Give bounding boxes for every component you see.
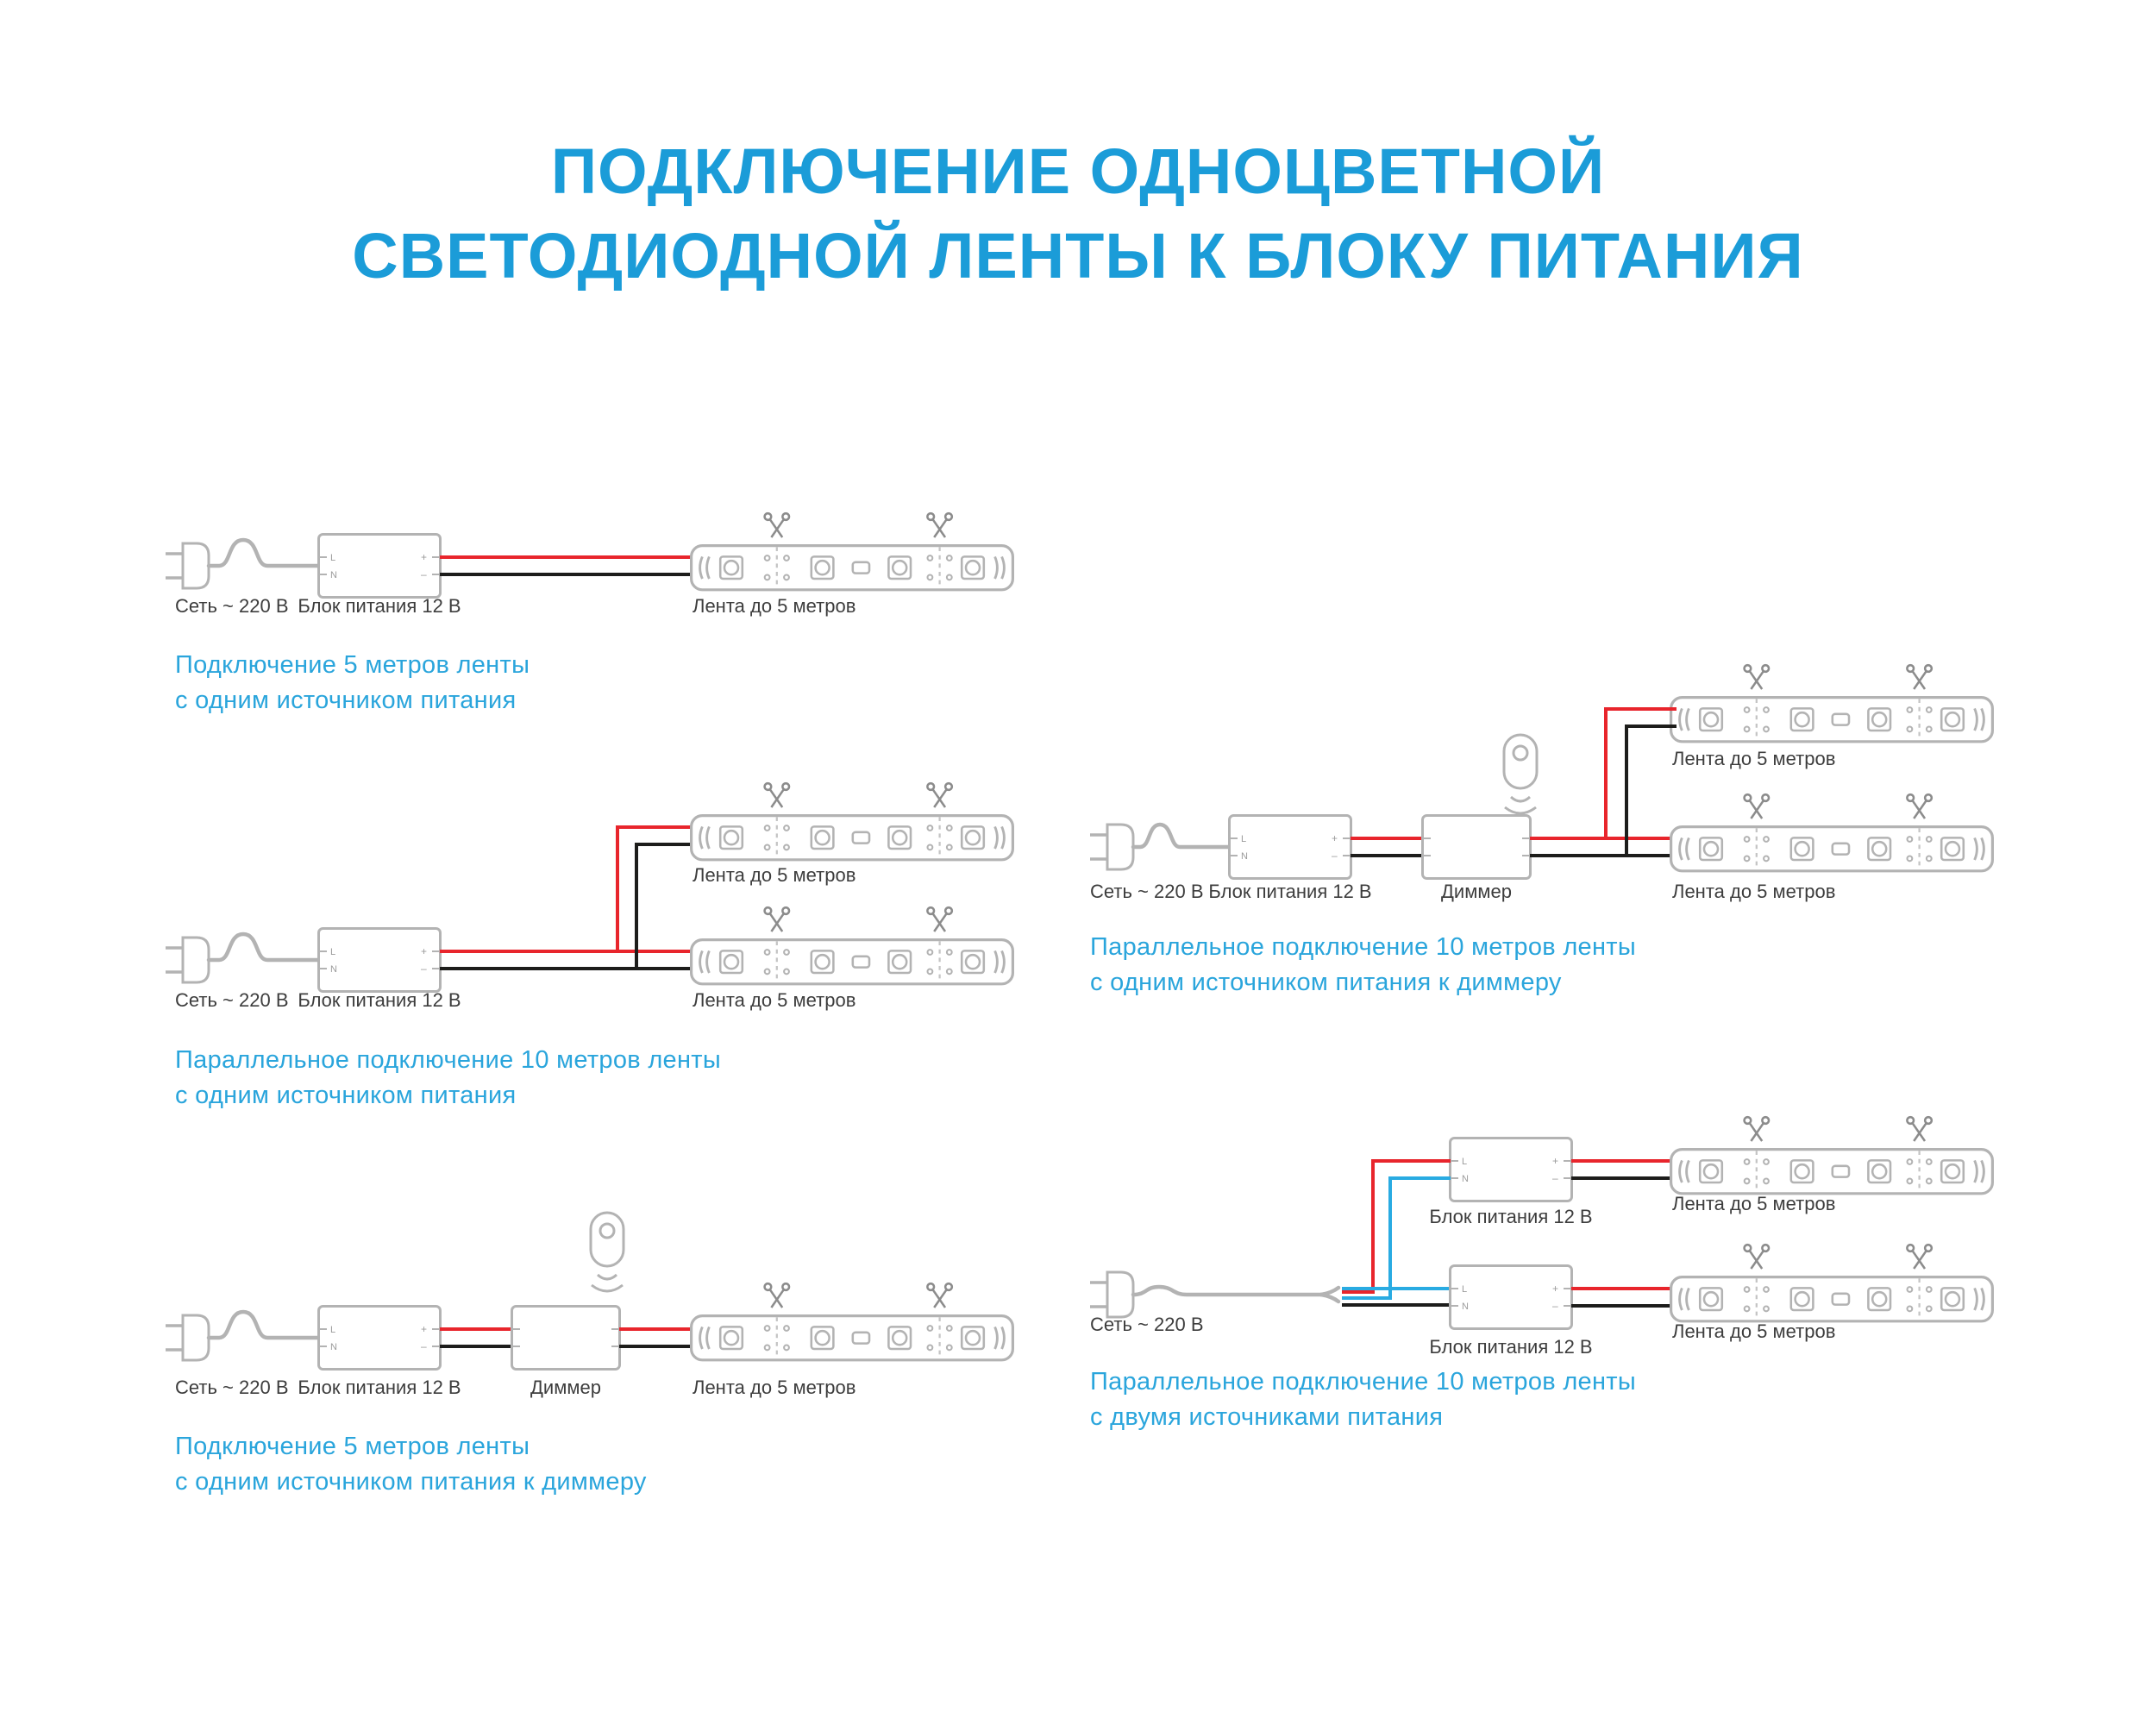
caption-line: с одним источником питания к диммеру: [1090, 969, 1562, 996]
wire-black-branch: [635, 843, 697, 969]
psu-box: [317, 927, 442, 993]
led-strip-bottom: [1671, 794, 1993, 871]
mains-label: Сеть ~ 220 В: [175, 989, 289, 1011]
plug-icon: [1088, 1270, 1135, 1319]
plug-icon: [164, 1314, 210, 1362]
caption-line: Подключение 5 метров ленты: [175, 651, 530, 679]
caption-diagram-1: Подключение 5 метров ленты с одним источ…: [175, 648, 530, 718]
psu-label-bottom: Блок питания 12 В: [1429, 1336, 1592, 1358]
power-cable: [206, 537, 320, 568]
plug-icon: [164, 542, 210, 590]
mains-label: Сеть ~ 220 В: [1090, 1314, 1204, 1335]
page-title-line1: ПОДКЛЮЧЕНИЕ ОДНОЦВЕТНОЙ: [550, 135, 1606, 207]
plug-icon: [1088, 823, 1135, 871]
caption-line: Параллельное подключение 10 метров ленты: [1090, 933, 1637, 961]
caption-line: с двумя источниками питания: [1090, 1403, 1444, 1431]
psu-label: Блок питания 12 В: [1208, 881, 1371, 902]
mains-label: Сеть ~ 220 В: [175, 595, 289, 617]
cable-fork-down: [1319, 1292, 1341, 1304]
caption-line: Параллельное подключение 10 метров ленты: [1090, 1368, 1637, 1396]
wire-red-branch: [1604, 707, 1677, 838]
psu-box: [1228, 814, 1352, 880]
power-cable: [1131, 822, 1231, 850]
power-cable: [206, 932, 320, 963]
dimmer-label: Диммер: [1441, 881, 1512, 902]
diagram-4-parallel-dimmer: Лента до 5 метров Сеть ~ 220 В Блок пита…: [1088, 665, 1993, 902]
psu-label-top: Блок питания 12 В: [1429, 1206, 1592, 1227]
led-strip: [692, 513, 1013, 590]
diagram-1-single-psu: Сеть ~ 220 В Блок питания 12 В Лента до …: [164, 513, 1013, 617]
caption-line: Параллельное подключение 10 метров ленты: [175, 1046, 722, 1074]
wire-red-branch: [616, 825, 697, 951]
caption-line: с одним источником питания: [175, 687, 517, 714]
caption-diagram-4: Параллельное подключение 10 метров ленты…: [1090, 930, 1636, 1000]
strip-label: Лента до 5 метров: [693, 595, 856, 617]
mains-label: Сеть ~ 220 В: [175, 1377, 289, 1398]
led-strip-bottom: [692, 907, 1013, 984]
strip-label-top: Лента до 5 метров: [1672, 748, 1835, 769]
led-strip-top: [1671, 1117, 1993, 1194]
psu-box-top: [1449, 1137, 1573, 1202]
psu-label: Блок питания 12 В: [298, 1377, 461, 1398]
strip-label-bottom: Лента до 5 метров: [1672, 1320, 1835, 1342]
led-strip-bottom: [1671, 1245, 1993, 1321]
strip-label-bottom: Лента до 5 метров: [1672, 881, 1835, 902]
plug-icon: [164, 936, 210, 984]
psu-label: Блок питания 12 В: [298, 595, 461, 617]
strip-label-top: Лента до 5 метров: [693, 864, 856, 886]
page-title: ПОДКЛЮЧЕНИЕ ОДНОЦВЕТНОЙ СВЕТОДИОДНОЙ ЛЕН…: [0, 129, 2156, 298]
power-cable: [1131, 1284, 1324, 1297]
led-strip: [692, 1283, 1013, 1360]
dimmer-box: [511, 1305, 621, 1371]
psu-box: [317, 533, 442, 599]
wire-black-branch: [1625, 724, 1677, 856]
strip-label: Лента до 5 метров: [693, 1377, 856, 1398]
caption-line: с одним источником питания к диммеру: [175, 1468, 647, 1496]
caption-diagram-3: Подключение 5 метров ленты с одним источ…: [175, 1429, 647, 1500]
remote-icon: [589, 1211, 625, 1293]
psu-box: [317, 1305, 442, 1371]
led-strip-top: [1671, 665, 1993, 742]
diagram-3-dimmer: Сеть ~ 220 В Блок питания 12 В Диммер Ле…: [164, 1211, 1013, 1398]
caption-line: Подключение 5 метров ленты: [175, 1433, 530, 1460]
power-cable: [206, 1309, 320, 1340]
psu-box-bottom: [1449, 1264, 1573, 1330]
diagram-2-parallel-one-psu: Лента до 5 метров Сеть ~ 220 В Блок пита…: [164, 783, 1013, 1011]
wire-red-riser: [1342, 1159, 1451, 1294]
wire-blue-riser: [1342, 1176, 1451, 1300]
page-title-line2: СВЕТОДИОДНОЙ ЛЕНТЫ К БЛОКУ ПИТАНИЯ: [352, 220, 1804, 292]
led-strip-top: [692, 783, 1013, 860]
mains-label: Сеть ~ 220 В: [1090, 881, 1204, 902]
psu-label: Блок питания 12 В: [298, 989, 461, 1011]
dimmer-box: [1421, 814, 1532, 880]
caption-diagram-2: Параллельное подключение 10 метров ленты…: [175, 1043, 721, 1113]
caption-line: с одним источником питания: [175, 1082, 517, 1109]
strip-label-bottom: Лента до 5 метров: [693, 989, 856, 1011]
caption-diagram-5: Параллельное подключение 10 метров ленты…: [1090, 1364, 1636, 1435]
diagram-5-two-psu: Лента до 5 метров Блок питания 12 В Сеть…: [1088, 1117, 1993, 1358]
remote-icon: [1502, 733, 1539, 815]
strip-label-top: Лента до 5 метров: [1672, 1193, 1835, 1214]
dimmer-label: Диммер: [530, 1377, 601, 1398]
